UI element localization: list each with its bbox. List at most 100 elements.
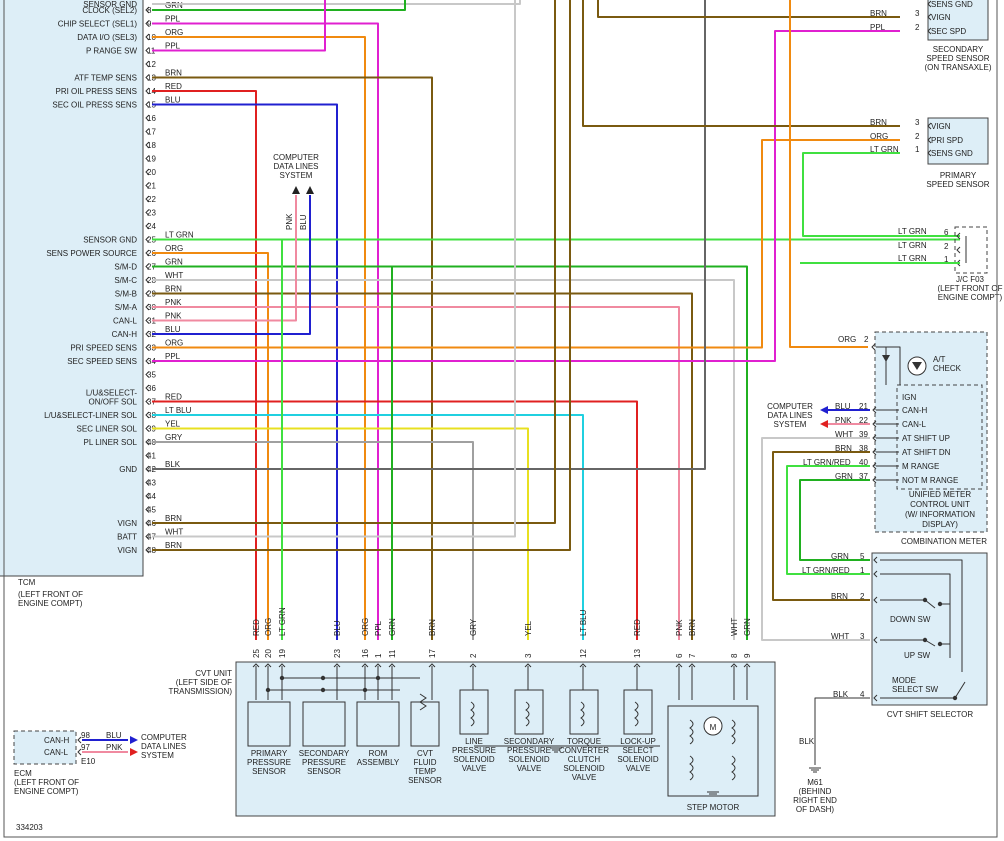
jc-name: J/C F03 [956, 275, 985, 284]
tcm-pin-number: 21 [147, 182, 156, 191]
tcm-pin-chevron-icon [145, 317, 150, 324]
ecm-cdls-arrow-pnk-icon [130, 748, 138, 756]
ecm-cdls-arrow-blu-icon [130, 736, 138, 744]
secondary-sensor-wire: PPL [870, 23, 886, 32]
cvt-component-7 [623, 689, 653, 735]
cvt-component-5 [514, 689, 544, 735]
cdls-upper-title: DATA LINES [273, 162, 318, 171]
splice-dot [375, 675, 381, 681]
ground-wire-label: BLK [799, 737, 815, 746]
tcm-pin-chevron-icon [145, 87, 150, 95]
cvt-pin-number: 1 [374, 653, 383, 658]
cvt-pin-number: 17 [428, 649, 437, 658]
tcm-pin-chevron-icon [145, 465, 150, 473]
shift-selector-name: CVT SHIFT SELECTOR [887, 710, 973, 719]
tcm-pin-number: 25 [147, 236, 156, 245]
cvt-component-label: SOLENOID [563, 764, 605, 773]
tcm-wire-color-label: WHT [165, 271, 183, 280]
ecm-pin-label: CAN-L [44, 748, 69, 757]
meter-check-label: A/T [933, 355, 946, 364]
secondary-sensor-pin-label: VIGN [931, 13, 951, 22]
wire-data-io [152, 36, 366, 640]
meter-pin-wire: GRN [835, 472, 853, 481]
tcm-pin-number: 35 [147, 371, 156, 380]
cvt-pin-number: 11 [388, 649, 397, 658]
primary-sensor-pin-number: 3 [915, 118, 920, 127]
tcm-pin-chevron-icon [145, 276, 150, 284]
cvt-pin-chevron-icon [278, 663, 286, 668]
meter-org-num: 2 [864, 335, 869, 344]
step-motor-letter: M [710, 723, 717, 732]
cvt-component-label: PRESSURE [452, 746, 496, 755]
primary-sensor-pin-number: 1 [915, 145, 920, 154]
tcm-pin-chevron-icon [145, 74, 150, 81]
wire-batt [152, 0, 516, 538]
select-sw-label: SELECT SW [892, 685, 939, 694]
tcm-wire-color-label: BRN [165, 541, 182, 550]
cvt-wire-label: GRN [388, 618, 397, 636]
cvt-unit-name: TRANSMISSION) [168, 687, 232, 696]
cvt-pin-number: 6 [675, 653, 684, 658]
meter-pin-chevron-icon [872, 476, 877, 484]
tcm-wire-color-label: GRY [165, 433, 183, 442]
cvt-component-label: VALVE [572, 773, 597, 782]
tcm-pin-number: 48 [147, 546, 156, 555]
cvt-component-6 [569, 689, 599, 735]
tcm-pin-label: PRI OIL PRESS SENS [55, 87, 137, 96]
cvt-pin-number: 13 [633, 649, 642, 658]
meter-cdls-label: DATA LINES [767, 411, 812, 420]
tcm-pin-number: 46 [147, 519, 156, 528]
tcm-pin-label-cont: ON/OFF SOL [89, 398, 138, 407]
tcm-pin-label: CHIP SELECT (SEL1) [58, 20, 138, 29]
cvt-wire-label: GRY [469, 618, 478, 636]
cvt-pin-chevron-icon [333, 663, 341, 668]
cvt-component-label: SELECT [622, 746, 653, 755]
tcm-pin-chevron-icon [145, 492, 150, 500]
secondary-sensor-box [927, 0, 989, 41]
cdls-arrow-blu-icon [306, 186, 314, 194]
cvt-wire-label: GRN [743, 618, 752, 636]
meter-pin-number: 37 [859, 472, 868, 481]
ecm-pin-chevron-icon [77, 748, 82, 756]
meter-pin-label: M RANGE [902, 462, 939, 471]
cvt-component-0 [247, 701, 291, 747]
cvt-component-label: TORQUE [567, 737, 601, 746]
tcm-pin-chevron-icon [145, 47, 150, 54]
cvt-component-label: CONVERTER [559, 746, 609, 755]
tcm-pin-number: 15 [147, 101, 156, 110]
tcm-wire-color-label: RED [165, 393, 182, 402]
cvt-component-3 [410, 701, 440, 747]
tcm-pin-label: PRI SPEED SENS [70, 344, 137, 353]
shift-selector-pin-number: 2 [860, 592, 865, 601]
secondary-sensor-pin-label: SENS GND [931, 0, 973, 9]
tcm-pin-number: 8 [147, 6, 152, 15]
meter-pin-label: AT SHIFT UP [902, 434, 950, 443]
shift-selector-bus2 [880, 573, 951, 658]
tcm-pin-chevron-icon [145, 303, 150, 311]
cvt-pin-number: 23 [333, 649, 342, 658]
cvt-pin-chevron-icon [252, 663, 260, 668]
tcm-wire-color-label: RED [165, 82, 182, 91]
tcm-pin-chevron-icon [145, 128, 150, 135]
jc-wire: LT GRN [898, 254, 927, 263]
tcm-pin-label: S/M-C [114, 276, 137, 285]
tcm-pin-number: 9 [147, 20, 152, 29]
jc-pin-chevron-icon [956, 232, 961, 240]
tcm-pin-label: VIGN [117, 546, 137, 555]
cvt-pin-number: 2 [469, 653, 478, 658]
cvt-pin-number: 9 [743, 653, 752, 658]
down-sw-contact [922, 597, 928, 603]
tcm-pin-label: SENSOR GND [83, 0, 137, 9]
tcm-wire-color-label: LT BLU [165, 406, 192, 415]
jc-pin-number: 1 [944, 255, 949, 264]
wire-sec-oil-press [152, 103, 338, 640]
cvt-pin-number: 20 [264, 649, 273, 658]
tcm-pin-chevron-icon [145, 20, 150, 27]
cvt-pin-chevron-icon [428, 663, 436, 668]
wire-shift-up [761, 437, 870, 641]
tcm-wire-color-label: PPL [165, 42, 181, 51]
meter-pin-chevron-icon [872, 420, 877, 428]
secondary-sensor-pin-chevron-icon [927, 13, 932, 21]
tcm-pin-label: SEC OIL PRESS SENS [52, 101, 137, 110]
tcm-wire-color-label: GRN [165, 1, 183, 10]
